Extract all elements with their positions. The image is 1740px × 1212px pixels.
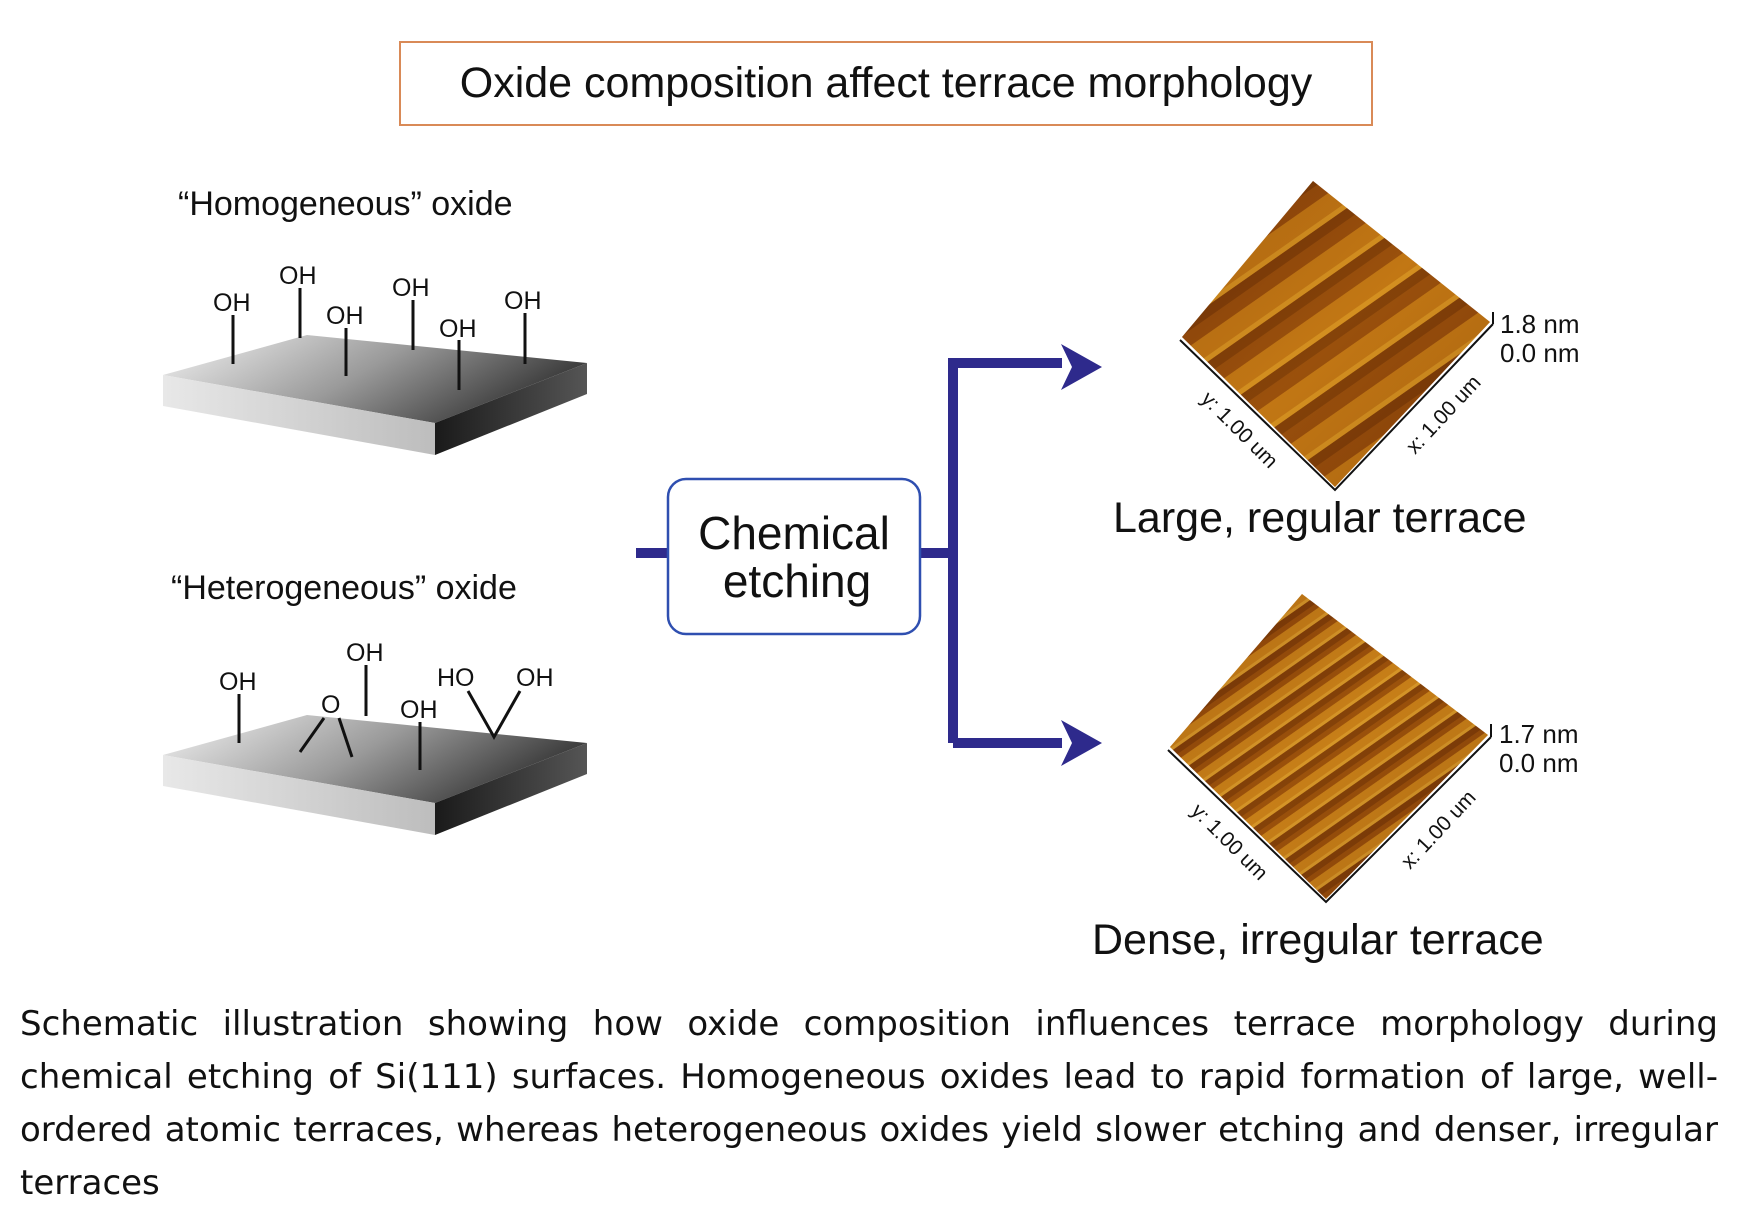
oh-label: OH (219, 668, 257, 696)
chemical-etching-box (666, 477, 922, 636)
ho-label: HO (437, 664, 475, 692)
afm-image-dense-terrace (1167, 594, 1492, 904)
flow-arrows (636, 358, 1062, 748)
z-max-label: 1.7 nm (1499, 719, 1579, 749)
oh-label: OH (392, 274, 430, 302)
oh-label: OH (213, 289, 251, 317)
z-min-label: 0.0 nm (1500, 338, 1580, 368)
title-box: Oxide composition affect terrace morphol… (399, 41, 1373, 126)
figure-title: Oxide composition affect terrace morphol… (459, 59, 1313, 107)
bridging-o-label: O (321, 691, 340, 719)
z-min-label: 0.0 nm (1499, 748, 1579, 778)
heterogeneous-slab (163, 715, 587, 835)
homogeneous-slab (163, 335, 587, 455)
figure-caption: Schematic illustration showing how oxide… (20, 1004, 1718, 1203)
oh-label: OH (439, 315, 477, 343)
large-terrace-label: Large, regular terrace (1113, 494, 1527, 542)
oh-label: OH (346, 639, 384, 667)
oh-label: OH (326, 302, 364, 330)
process-label-line2: etching (723, 555, 871, 607)
z-max-label: 1.8 nm (1500, 309, 1580, 339)
homogeneous-label: “Homogeneous” oxide (178, 185, 513, 223)
heterogeneous-groups (237, 665, 522, 770)
dense-terrace-label: Dense, irregular terrace (1092, 916, 1544, 964)
oh-label: OH (516, 664, 554, 692)
process-label-line1: Chemical (698, 507, 890, 559)
arrow-head-bottom (1061, 720, 1102, 766)
oh-label: OH (504, 287, 542, 315)
homogeneous-oh-groups (231, 288, 527, 390)
heterogeneous-label: “Heterogeneous” oxide (171, 569, 517, 607)
arrow-head-top (1061, 344, 1102, 390)
oh-label: OH (400, 696, 438, 724)
oh-label: OH (279, 262, 317, 290)
afm-image-large-terrace (1179, 181, 1494, 492)
